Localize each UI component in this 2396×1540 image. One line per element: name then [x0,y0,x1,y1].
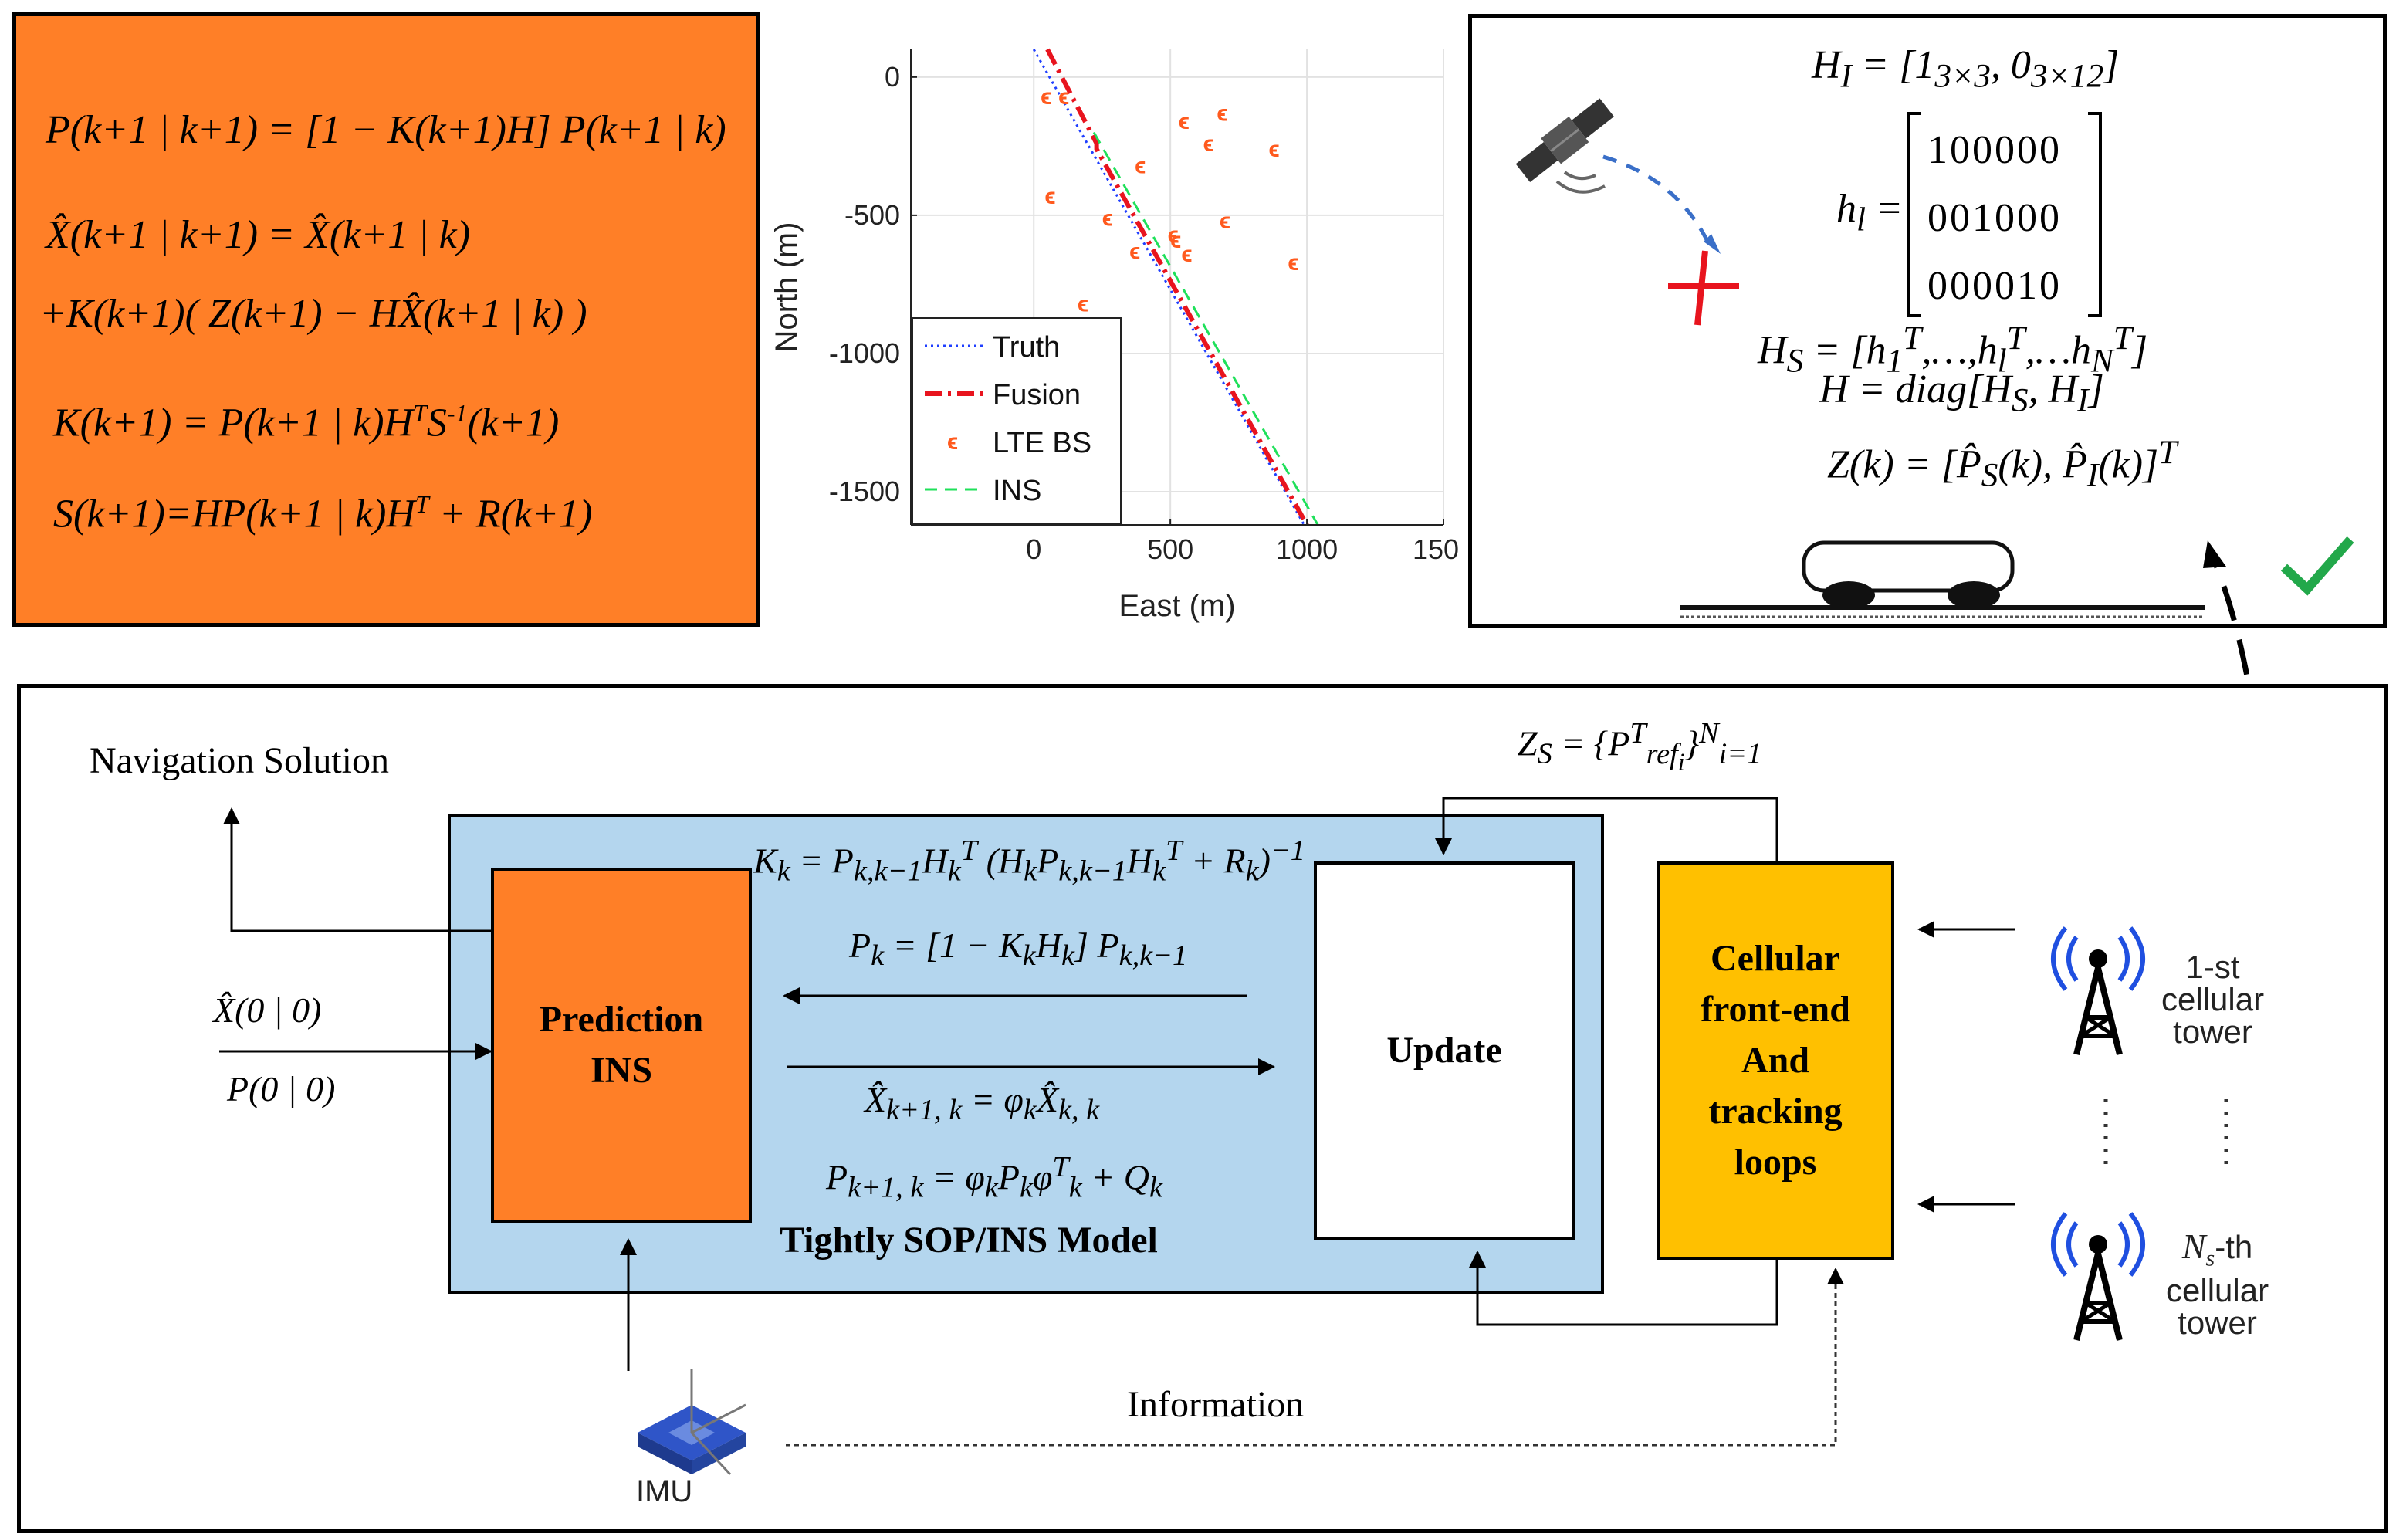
imu-label: IMU [636,1474,693,1508]
state-update-eq-line1: X̂(k+1 | k+1) = X̂(k+1 | k) [46,213,471,257]
lte-bs-marker: ϵ [1168,222,1179,248]
cellular-label-line: And [1741,1040,1810,1081]
target-cross-icon [1668,250,1739,326]
y-tick-label: -1000 [829,337,900,369]
hl-matrix-brackets [1907,112,2102,317]
cellular-label-line: Cellular [1711,938,1840,979]
lte-bs-marker: ϵ [1102,205,1113,231]
lte-bs-marker: ϵ [1078,291,1088,316]
x-tick-label: 0 [1026,533,1041,565]
model-label: Tightly SOP/INS Model [780,1220,1158,1261]
lte-bs-marker: ϵ [1220,208,1230,234]
prediction-label-line: Prediction [539,999,704,1040]
navigation-solution-label: Navigation Solution [90,740,389,781]
initial-cov-label: P(0 | 0) [227,1069,336,1108]
series-fusion [1045,48,1309,526]
x-tick-label: 500 [1147,533,1193,565]
lte-bs-marker: ϵ [1179,109,1190,134]
y-tick-label: -500 [844,199,900,231]
covariance-update-eq: P(k+1 | k+1) = [1 − K(k+1)H] P(k+1 | k) [46,108,726,152]
update-box: Update [1314,861,1575,1240]
arch-gain-eq: Kk = Pk,k−1HkT (HkPk,k−1HkT + Rk)−1 [753,834,1305,888]
initial-state-label: X̂(0 | 0) [213,990,322,1030]
cellular-label-line: front-end [1701,989,1850,1030]
HS-eq: HS = [h1T,…,hlT,…hNT] [1758,320,2148,380]
update-label: Update [1386,1030,1502,1071]
lte-bs-marker: ϵ [1181,242,1192,267]
information-label: Information [1127,1384,1305,1425]
x-tick-label: 1500 [1413,533,1459,565]
lte-bs-marker: ϵ [1058,84,1069,110]
lte-bs-marker: ϵ [1217,100,1227,126]
kalman-equations-panel: P(k+1 | k+1) = [1 − K(k+1)H] P(k+1 | k) … [12,12,760,627]
legend-label: LTE BS [993,427,1091,459]
cellular-frontend-box: Cellular front-end And tracking loops [1657,861,1894,1260]
cellular-label-line: loops [1734,1142,1817,1183]
lte-bs-marker: ϵ [1044,184,1055,209]
cell-tower-icon [2051,1212,2145,1341]
HI-eq: HI = [13×3, 03×12] [1812,43,2120,95]
series-truth [1032,49,1305,526]
prediction-ins-box: Prediction INS [491,868,752,1223]
innovation-cov-eq: S(k+1)=HP(k+1 | k)HT + R(k+1) [53,490,593,536]
tower1-label: 1-st cellular tower [2161,949,2265,1050]
kalman-gain-eq: K(k+1) = P(k+1 | k)HTS-1(k+1) [53,399,560,445]
hl-lhs: hl = [1836,187,1904,239]
cell-tower-icon [2051,926,2145,1055]
legend-label: Fusion [993,379,1081,411]
hl-matrix-rows: 100000 001000 000010 [1927,117,2062,320]
check-mark-icon [2280,536,2354,596]
lte-bs-marker: ϵ [1135,153,1146,178]
legend-marker: ϵ [947,429,958,455]
prediction-label-line: INS [590,1050,653,1091]
hl-row: 000010 [1927,264,2062,308]
lte-bs-marker: ϵ [1129,239,1140,264]
lte-bs-marker: ϵ [1170,228,1181,253]
x-tick-label: 1000 [1276,533,1338,565]
hl-row: 100000 [1927,128,2062,172]
satellite-icon [1515,98,1614,194]
y-axis-label: North (m) [770,222,804,353]
lte-bs-marker: ϵ [1203,131,1214,157]
lte-bs-marker: ϵ [1041,84,1051,110]
state-update-eq-line2: +K(k+1)( Z(k+1) − HX̂(k+1 | k) ) [39,292,587,336]
arch-cov-update-eq: Pk = [1 − KkHk] Pk,k−1 [849,926,1188,973]
hl-row: 001000 [1927,196,2062,240]
x-axis-label: East (m) [1118,589,1235,623]
series-ins [1092,131,1319,526]
legend-label: INS [993,475,1041,507]
cellular-label-line: tracking [1708,1091,1843,1132]
zs-eq: ZS = {PTrefi}Ni=1 [1518,717,1762,776]
towerN-label: Ns-th cellular tower [2166,1227,2269,1342]
lte-bs-marker: ϵ [1268,137,1279,162]
legend-label: Truth [993,331,1060,364]
imu-icon [638,1369,746,1476]
arch-cov-pred-eq: Pk+1, k = φkPkφTk + Qk [826,1151,1163,1204]
measurement-model-panel: HI = [13×3, 03×12] hl = 100000 001000 00… [1468,14,2387,628]
H-diag-eq: H = diag[HS, HI] [1819,367,2104,419]
signal-path-arrow [1602,154,1721,254]
y-tick-label: -1500 [829,476,900,507]
lte-bs-marker: ϵ [1288,250,1298,276]
vehicle-on-track-icon [1680,540,2205,618]
y-tick-label: 0 [885,61,900,93]
arch-state-pred-eq: X̂k+1, k = φkX̂k, k [865,1080,1100,1127]
Z-eq: Z(k) = [P̂S(k), P̂I(k)]T [1827,434,2178,494]
